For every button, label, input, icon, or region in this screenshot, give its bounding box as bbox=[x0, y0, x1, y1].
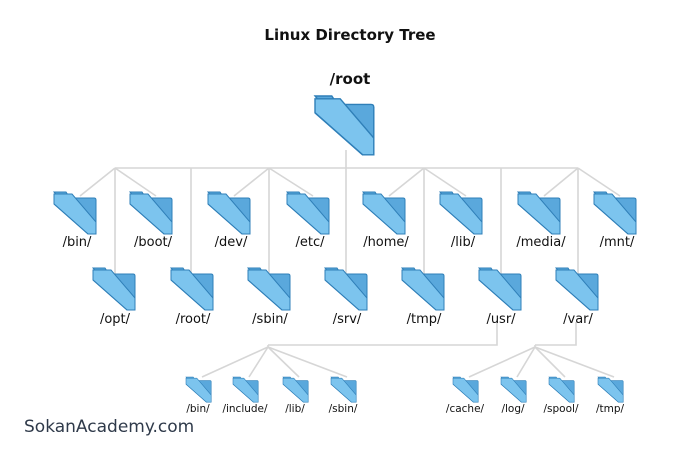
folder-icon[interactable] bbox=[185, 376, 212, 403]
folder-icon[interactable] bbox=[478, 267, 522, 311]
folder-icon[interactable] bbox=[452, 376, 479, 403]
root-folder-icon[interactable] bbox=[314, 95, 375, 156]
folder-icon[interactable] bbox=[324, 267, 368, 311]
folder-icon[interactable] bbox=[401, 267, 445, 311]
tree-connector bbox=[267, 346, 348, 378]
var-child-label: /cache/ bbox=[445, 403, 485, 415]
tree-connector bbox=[388, 167, 425, 197]
folder-icon[interactable] bbox=[500, 376, 527, 403]
row1-label: /mnt/ bbox=[599, 235, 635, 250]
row2-label: /root/ bbox=[175, 312, 211, 327]
folder-icon[interactable] bbox=[247, 267, 291, 311]
row1-label: /lib/ bbox=[450, 235, 476, 250]
root-label: /root bbox=[329, 70, 371, 88]
tree-connector bbox=[423, 167, 467, 197]
row2-label: /usr/ bbox=[486, 312, 516, 327]
var-child-label: /tmp/ bbox=[595, 403, 625, 415]
folder-icon[interactable] bbox=[286, 191, 330, 235]
watermark: SokanAcademy.com bbox=[24, 417, 195, 437]
folder-icon[interactable] bbox=[282, 376, 309, 403]
var-child-label: /spool/ bbox=[543, 403, 579, 415]
tree-connector bbox=[114, 167, 157, 197]
row1-label: /bin/ bbox=[62, 235, 92, 250]
tree-connector bbox=[268, 322, 498, 346]
tree-connector bbox=[516, 346, 536, 378]
tree-connector bbox=[79, 167, 116, 197]
folder-icon[interactable] bbox=[597, 376, 624, 403]
folder-icon[interactable] bbox=[439, 191, 483, 235]
folder-icon[interactable] bbox=[170, 267, 214, 311]
folder-icon[interactable] bbox=[207, 191, 251, 235]
row2-label: /sbin/ bbox=[252, 312, 288, 327]
row1-label: /home/ bbox=[363, 235, 409, 250]
row2-label: /var/ bbox=[563, 312, 593, 327]
tree-connector bbox=[267, 346, 300, 378]
row2-label: /tmp/ bbox=[406, 312, 442, 327]
usr-child-label: /include/ bbox=[222, 403, 268, 415]
tree-connector bbox=[268, 167, 314, 197]
var-child-label: /log/ bbox=[501, 403, 525, 415]
tree-connector bbox=[543, 167, 579, 197]
diagram-title: Linux Directory Tree bbox=[264, 26, 436, 44]
tree-connector bbox=[468, 346, 536, 378]
folder-icon[interactable] bbox=[129, 191, 173, 235]
row1-label: /etc/ bbox=[295, 235, 325, 250]
folder-icon[interactable] bbox=[232, 376, 259, 403]
usr-child-label: /sbin/ bbox=[328, 403, 358, 415]
tree-connector bbox=[233, 167, 270, 197]
tree-connector bbox=[534, 346, 615, 378]
usr-child-label: /lib/ bbox=[285, 403, 305, 415]
tree-connector bbox=[201, 346, 269, 378]
row1-label: /media/ bbox=[516, 235, 566, 250]
folder-icon[interactable] bbox=[92, 267, 136, 311]
folder-icon[interactable] bbox=[362, 191, 406, 235]
folder-icon[interactable] bbox=[517, 191, 561, 235]
folder-icon[interactable] bbox=[548, 376, 575, 403]
row2-label: /srv/ bbox=[332, 312, 362, 327]
tree-connector bbox=[534, 346, 566, 378]
folder-icon[interactable] bbox=[53, 191, 97, 235]
usr-child-label: /bin/ bbox=[186, 403, 210, 415]
row1-label: /dev/ bbox=[214, 235, 248, 250]
folder-icon[interactable] bbox=[593, 191, 637, 235]
tree-connector bbox=[535, 322, 577, 346]
folder-icon[interactable] bbox=[555, 267, 599, 311]
row1-label: /boot/ bbox=[133, 235, 173, 250]
tree-connector bbox=[248, 346, 269, 378]
tree-connector bbox=[577, 167, 621, 197]
folder-icon[interactable] bbox=[330, 376, 357, 403]
row2-label: /opt/ bbox=[99, 312, 131, 327]
